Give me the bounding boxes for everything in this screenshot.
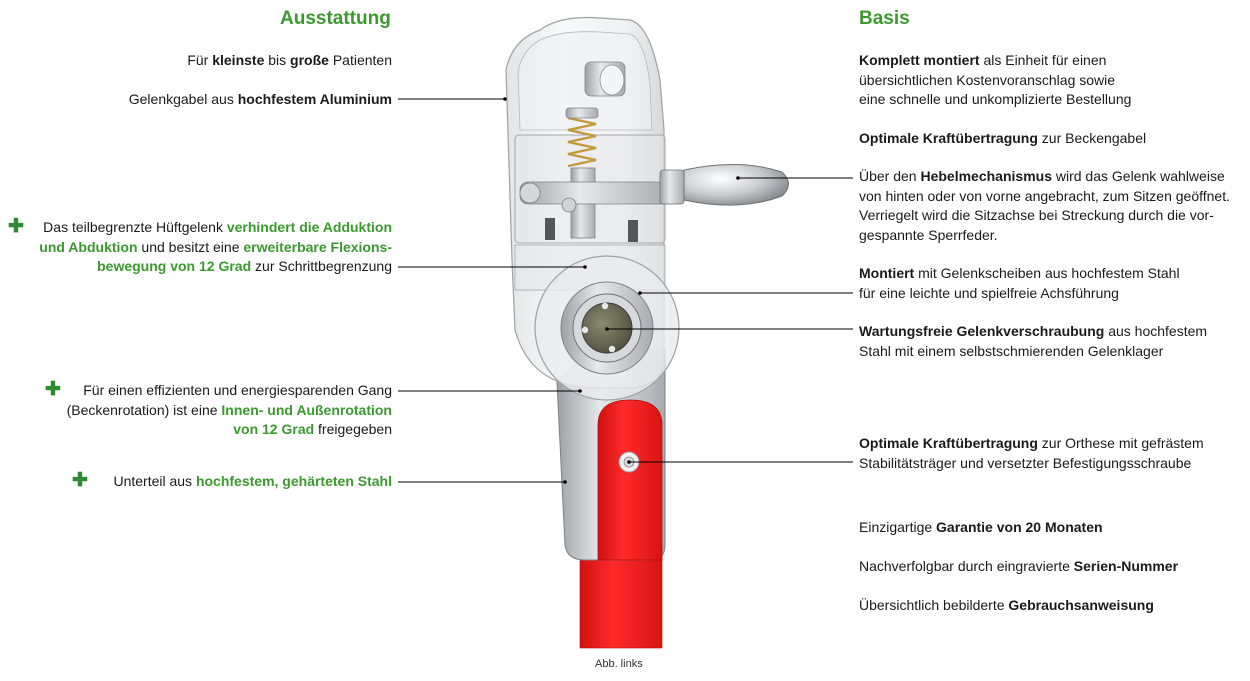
right-item-serial: Nachverfolgbar durch eingravierte Serien… (859, 557, 1178, 577)
text-run: und besitzt eine (137, 238, 244, 255)
text-run: und Abduktion (39, 238, 138, 255)
text-run: Gelenkgabel aus (128, 91, 238, 107)
right-item-lever: Über den Hebelmechanismus wird das Gelen… (859, 167, 1230, 245)
right-item-manual: Übersichtlich bebilderte Gebrauchsanweis… (859, 596, 1154, 616)
text-run: bewegung von 12 Grad (97, 258, 252, 274)
text-run: Optimale Kraftübertragung (859, 130, 1038, 146)
text-run: gespannte Sperrfeder. (859, 226, 998, 243)
text-run: Nachverfolgbar durch eingravierte (859, 558, 1074, 574)
text-run: von 12 Grad (233, 421, 315, 437)
text-run: verhindert die Adduktion (226, 219, 392, 235)
text-run: Stahl mit einem selbstschmierenden Gelen… (859, 342, 1164, 359)
text-run: aus hochfestem (1104, 323, 1208, 339)
text-run: Optimale Kraftübertragung (859, 435, 1038, 451)
text-run: hochfestem Aluminium (237, 91, 392, 107)
text-run: zur Beckengabel (1037, 130, 1147, 146)
text-run: Einzigartige (859, 519, 937, 535)
text-run: übersichtlichen Kostenvoranschlag sowie (859, 71, 1116, 88)
right-item-orthosis-force: Optimale Kraftübertragung zur Orthese mi… (859, 434, 1204, 473)
left-item-steel: Unterteil aus hochfestem, gehärteten Sta… (113, 472, 392, 492)
text-run: zur Schrittbegrenzung (251, 258, 392, 274)
text-run: Innen- und Außenrotation (221, 401, 392, 418)
text-run: kleinste (212, 52, 265, 68)
text-run: zur Orthese mit gefrästem (1037, 435, 1204, 451)
right-item-discs: Montiert mit Gelenkscheiben aus hochfest… (859, 264, 1180, 303)
plus-icon: ✚ (72, 470, 88, 491)
text-run: Gebrauchsanweisung (1008, 597, 1154, 613)
right-item-assembled: Komplett montiert als Einheit für einen ü… (859, 51, 1131, 110)
text-run: mit Gelenkscheiben aus hochfestem Stahl (914, 265, 1180, 281)
left-item-rotation: Für einen effizienten und energiesparend… (67, 381, 392, 440)
text-run: erweiterbare Flexions- (243, 238, 392, 255)
text-run: Für (187, 52, 213, 68)
text-run: Montiert (859, 265, 915, 281)
red-upright (597, 399, 663, 561)
leader-lines-left (398, 98, 585, 483)
left-heading: Ausstattung (280, 8, 391, 29)
text-run: Komplett montiert (859, 52, 980, 68)
right-item-warranty: Einzigartige Garantie von 20 Monaten (859, 518, 1103, 538)
text-run: Serien-Nummer (1073, 558, 1179, 574)
text-run: Übersichtlich bebilderte (859, 597, 1009, 613)
text-run: eine schnelle und unkomplizierte Bestell… (859, 91, 1132, 107)
lever-knob (683, 163, 789, 206)
text-run: Garantie von 20 Monaten (936, 519, 1103, 535)
leader-lines-right (607, 177, 853, 463)
text-run: Stabilitätsträger und versetzter Befesti… (859, 454, 1192, 471)
text-run: für eine leichte und spielfreie Achsführ… (859, 284, 1119, 301)
text-run: große (290, 52, 329, 68)
text-run: als Einheit für einen (979, 52, 1107, 68)
text-run: Patienten (328, 52, 392, 68)
left-item-patients: Für kleinste bis große Patienten (187, 51, 392, 71)
right-item-screw-joint: Wartungsfreie Gelenkverschraubung aus ho… (859, 322, 1207, 361)
text-run: Über den (859, 168, 921, 184)
text-run: hochfestem, gehärteten Stahl (195, 473, 392, 489)
red-bar-lower (580, 560, 662, 648)
text-run: Das teilbegrenzte Hüftgelenk (43, 219, 227, 235)
text-run: Hebelmechanismus (920, 168, 1052, 184)
plus-icon: ✚ (45, 379, 61, 400)
text-run: Verriegelt wird die Sitzachse bei Streck… (859, 207, 1214, 223)
left-item-hip-joint: Das teilbegrenzte Hüftgelenk verhindert … (39, 218, 392, 277)
text-run: bis (264, 52, 291, 68)
locking-spring (567, 116, 597, 168)
text-run: Wartungsfreie Gelenkverschraubung (859, 323, 1105, 339)
left-item-fork: Gelenkgabel aus hochfestem Aluminium (129, 90, 392, 110)
text-run: Unterteil aus (113, 473, 196, 489)
text-run: wird das Gelenk wahlweise (1051, 168, 1225, 184)
text-run: freigegeben (314, 421, 392, 437)
text-run: Für einen effizienten und energiesparend… (83, 382, 392, 398)
plus-icon: ✚ (8, 216, 24, 237)
right-heading: Basis (859, 8, 910, 29)
figure-caption: Abb. links (595, 658, 643, 670)
text-run: von hinten oder von vorne angebracht, zu… (859, 187, 1230, 204)
right-item-pelvic-force: Optimale Kraftübertragung zur Beckengabe… (859, 129, 1146, 149)
text-run: (Beckenrotation) ist eine (66, 401, 222, 418)
